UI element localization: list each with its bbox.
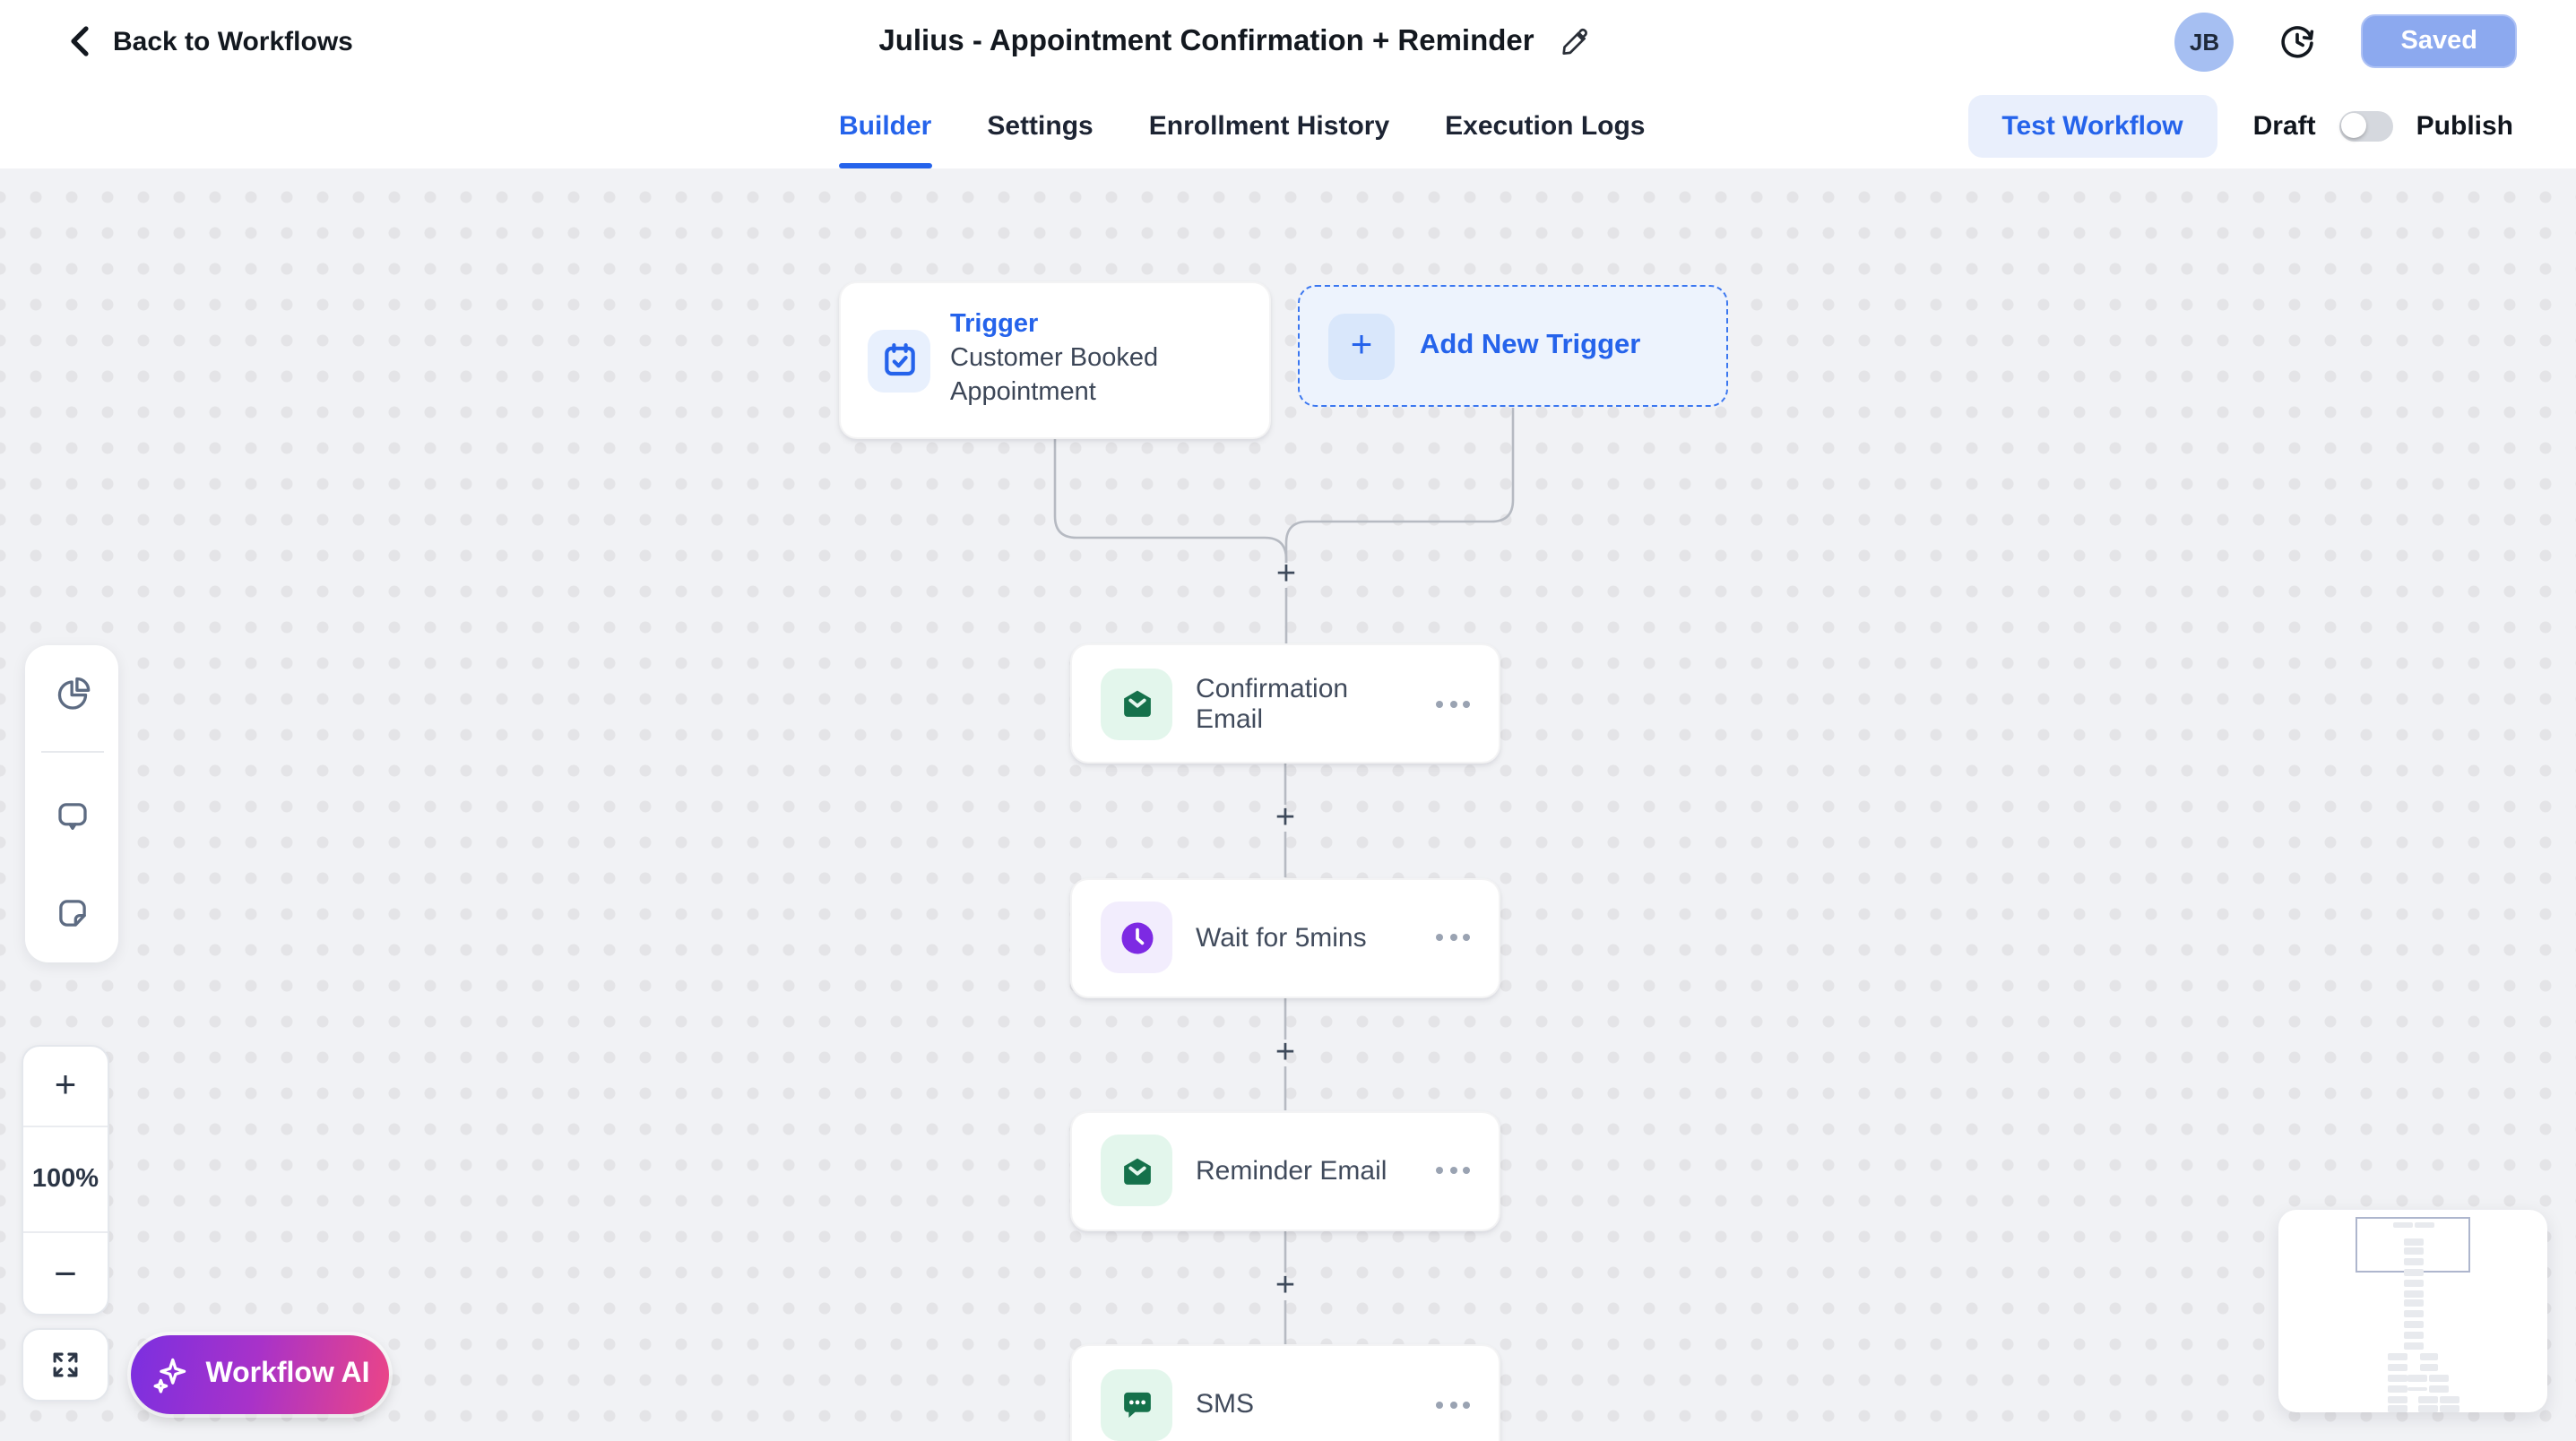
clock-icon xyxy=(1101,902,1172,973)
zoom-level: 100% xyxy=(23,1127,108,1233)
stats-pie-chart-icon[interactable] xyxy=(25,645,118,743)
add-new-trigger-button[interactable]: + Add New Trigger xyxy=(1298,285,1728,407)
back-to-workflows-button[interactable]: Back to Workflows xyxy=(66,25,353,57)
top-header: Back to Workflows Julius - Appointment C… xyxy=(0,0,2576,82)
node-menu-button[interactable] xyxy=(1436,1160,1470,1181)
node-label: Confirmation Email xyxy=(1196,673,1349,734)
minimap[interactable] xyxy=(2278,1210,2547,1412)
trigger-kicker: Trigger xyxy=(950,309,1039,338)
avatar-initials: JB xyxy=(2189,28,2220,55)
tab-builder[interactable]: Builder xyxy=(839,82,931,168)
node-reminder-email[interactable]: Reminder Email xyxy=(1070,1110,1500,1230)
back-label: Back to Workflows xyxy=(113,26,353,56)
node-menu-button[interactable] xyxy=(1436,693,1470,714)
email-icon xyxy=(1101,1135,1172,1206)
history-clock-icon[interactable] xyxy=(2278,21,2319,62)
publish-toggle[interactable] xyxy=(2338,110,2393,141)
tab-settings[interactable]: Settings xyxy=(987,110,1094,141)
back-chevron-icon xyxy=(71,26,89,56)
node-sms[interactable]: SMS xyxy=(1070,1344,1500,1441)
node-wait[interactable]: Wait for 5mins xyxy=(1070,877,1500,997)
node-menu-button[interactable] xyxy=(1436,1394,1470,1415)
comment-icon[interactable] xyxy=(25,767,118,865)
calendar-check-icon xyxy=(868,329,930,392)
tab-enrollment-history[interactable]: Enrollment History xyxy=(1148,110,1390,141)
expand-icon xyxy=(53,1352,78,1377)
add-new-trigger-label: Add New Trigger xyxy=(1420,330,1641,360)
tab-bar: Builder Settings Enrollment History Exec… xyxy=(0,82,2576,170)
test-workflow-button[interactable]: Test Workflow xyxy=(1967,94,2217,157)
page-title: Julius - Appointment Confirmation + Remi… xyxy=(878,24,1534,56)
node-label: SMS xyxy=(1196,1389,1255,1419)
add-step-button[interactable]: + xyxy=(1275,556,1297,593)
node-label: Reminder Email xyxy=(1196,1155,1387,1186)
sticky-note-icon[interactable] xyxy=(25,865,118,962)
trigger-node-card[interactable]: Trigger Customer Booked Appointment xyxy=(839,281,1271,439)
connector-edges xyxy=(1053,408,1515,1344)
add-step-button[interactable]: + xyxy=(1275,1266,1296,1305)
sparkles-icon xyxy=(152,1358,186,1394)
draft-label: Draft xyxy=(2252,110,2316,141)
add-step-button[interactable]: + xyxy=(1275,1033,1296,1071)
node-confirmation-email[interactable]: Confirmation Email xyxy=(1070,643,1500,764)
fit-to-screen-button[interactable] xyxy=(22,1328,109,1402)
canvas-toolbar xyxy=(25,645,118,962)
zoom-in-button[interactable]: + xyxy=(23,1047,108,1127)
node-menu-button[interactable] xyxy=(1436,927,1470,948)
email-icon xyxy=(1101,668,1172,739)
edit-pencil-icon[interactable] xyxy=(1558,24,1592,58)
toggle-knob xyxy=(2341,113,2367,138)
node-label: Wait for 5mins xyxy=(1196,922,1367,953)
sms-icon xyxy=(1101,1368,1172,1440)
avatar[interactable]: JB xyxy=(2174,12,2235,71)
workflow-canvas[interactable]: Trigger Customer Booked Appointment + Ad… xyxy=(0,168,2576,1441)
saved-button[interactable]: Saved xyxy=(2361,13,2517,69)
workflow-ai-button[interactable]: Workflow AI xyxy=(131,1335,389,1414)
toolbar-divider xyxy=(40,750,103,753)
publish-label: Publish xyxy=(2416,110,2513,141)
tab-execution-logs[interactable]: Execution Logs xyxy=(1445,110,1646,141)
workflow-ai-label: Workflow AI xyxy=(205,1359,370,1389)
trigger-title: Customer Booked Appointment xyxy=(950,343,1159,407)
add-step-button[interactable]: + xyxy=(1275,798,1296,836)
zoom-controls: + 100% − xyxy=(22,1045,109,1316)
zoom-out-button[interactable]: − xyxy=(54,1250,77,1295)
plus-icon: + xyxy=(1328,313,1395,379)
